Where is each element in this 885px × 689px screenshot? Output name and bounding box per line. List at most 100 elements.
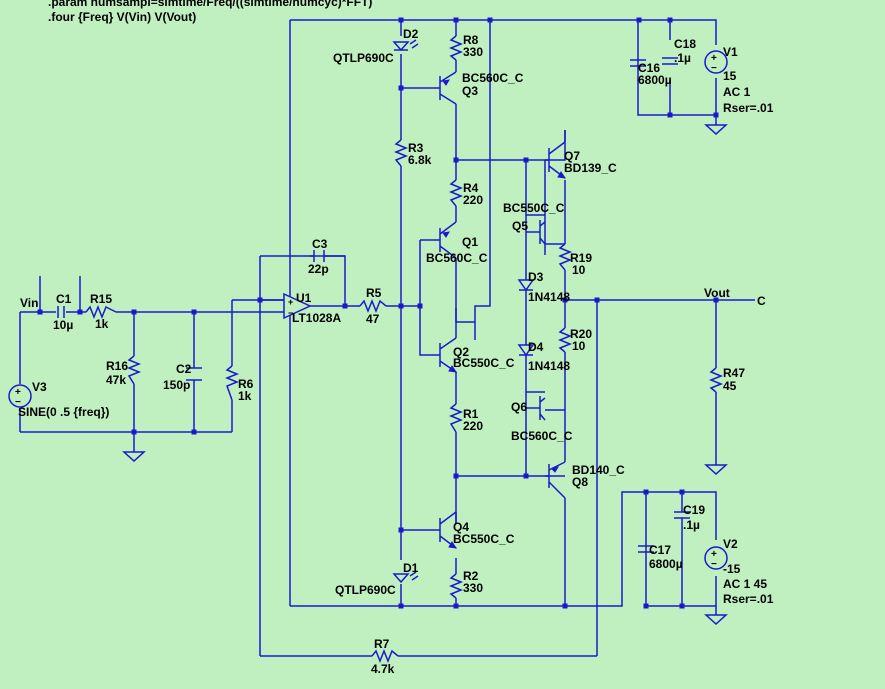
capacitor-c18[interactable]: C18 .1µ — [662, 37, 696, 65]
svg-text:6800µ: 6800µ — [649, 557, 683, 571]
svg-text:C16: C16 — [638, 61, 660, 75]
led-d1[interactable]: D1 QTLP690C — [335, 561, 419, 597]
resistor-r6[interactable]: R6 1k — [224, 365, 254, 403]
resistor-r15[interactable]: R15 1k — [85, 292, 117, 331]
svg-text:U1: U1 — [296, 291, 312, 305]
svg-text:R19: R19 — [570, 251, 592, 265]
resistor-r8[interactable]: R8 330 — [448, 33, 483, 61]
svg-text:R47: R47 — [723, 366, 745, 380]
net-vout: Vout C — [704, 286, 766, 308]
svg-text:+: + — [711, 53, 717, 64]
svg-text:1N4148: 1N4148 — [528, 359, 570, 373]
svg-text:1N4148: 1N4148 — [528, 290, 570, 304]
resistor-r19[interactable]: R19 10 — [557, 243, 592, 277]
capacitor-c2[interactable]: C2 150p — [163, 362, 202, 392]
svg-text:22p: 22p — [308, 262, 329, 276]
svg-text:LT1028A: LT1028A — [292, 311, 341, 325]
svg-text:D1: D1 — [403, 561, 419, 575]
resistor-r2[interactable]: R2 330 — [448, 569, 483, 599]
svg-text:R3: R3 — [408, 141, 424, 155]
resistor-r4[interactable]: R4 220 — [448, 179, 483, 207]
svg-text:+: + — [711, 549, 717, 560]
svg-text:C18: C18 — [674, 37, 696, 51]
svg-text:150p: 150p — [163, 378, 190, 392]
svg-text:10µ: 10µ — [53, 318, 73, 332]
resistor-r7[interactable]: R7 4.7k — [371, 637, 399, 676]
svg-text:R20: R20 — [570, 327, 592, 341]
svg-text:BD139_C: BD139_C — [564, 161, 617, 175]
resistor-r47[interactable]: R47 45 — [708, 366, 745, 393]
source-v1[interactable]: + − V1 15 AC 1 Rser=.01 — [704, 45, 774, 115]
transistor-q5[interactable]: BC550C_C Q5 — [503, 201, 565, 245]
ground-r47 — [704, 464, 728, 476]
resistor-r3[interactable]: R3 6.8k — [393, 139, 432, 167]
capacitor-c17[interactable]: C17 6800µ — [638, 543, 683, 571]
svg-text:R15: R15 — [90, 292, 112, 306]
transistor-q4[interactable]: Q4 BC550C_C — [436, 511, 515, 549]
svg-text:220: 220 — [463, 419, 483, 433]
svg-text:C19: C19 — [683, 503, 705, 517]
svg-text:BC560C_C: BC560C_C — [511, 429, 573, 443]
source-v2[interactable]: + − V2 -15 AC 1 45 Rser=.01 — [704, 537, 774, 606]
led-d2[interactable]: D2 QTLP690C — [333, 27, 419, 65]
wires — [19, 19, 755, 657]
svg-text:−: − — [288, 308, 293, 318]
opamp-u1[interactable]: + − U1 LT1028A — [283, 291, 341, 325]
junctions — [37, 17, 719, 609]
capacitor-c1[interactable]: C1 10µ — [53, 292, 73, 332]
svg-text:330: 330 — [463, 581, 483, 595]
svg-text:1k: 1k — [95, 317, 109, 331]
svg-text:−: − — [711, 63, 717, 74]
svg-text:SINE(0 .5 {freq}): SINE(0 .5 {freq}) — [18, 405, 109, 419]
svg-text:Q3: Q3 — [462, 84, 478, 98]
svg-text:10: 10 — [572, 339, 586, 353]
svg-text:BC560C_C: BC560C_C — [462, 71, 524, 85]
resistor-r1[interactable]: R1 220 — [448, 403, 483, 433]
svg-text:D4: D4 — [528, 340, 544, 354]
svg-text:V3: V3 — [32, 380, 47, 394]
svg-text:47k: 47k — [106, 373, 126, 387]
capacitor-c3[interactable]: C3 22p — [308, 237, 329, 276]
source-v3[interactable]: + − V3 SINE(0 .5 {freq}) — [8, 380, 109, 419]
svg-text:.1µ: .1µ — [674, 51, 691, 65]
svg-text:R4: R4 — [463, 181, 479, 195]
diode-d3[interactable]: D3 1N4148 — [517, 270, 570, 304]
svg-text:R7: R7 — [374, 637, 390, 651]
resistor-r20[interactable]: R20 10 — [557, 327, 592, 353]
svg-text:BC550C_C: BC550C_C — [503, 201, 565, 215]
svg-text:C3: C3 — [312, 237, 328, 251]
transistor-q8[interactable]: BD140_C Q8 — [545, 461, 625, 499]
svg-text:AC 1 45: AC 1 45 — [723, 577, 767, 591]
svg-text:C: C — [757, 294, 766, 308]
svg-text:R5: R5 — [366, 286, 382, 300]
svg-text:R16: R16 — [106, 359, 128, 373]
svg-text:Q8: Q8 — [572, 475, 588, 489]
svg-text:10: 10 — [572, 263, 586, 277]
svg-text:Q7: Q7 — [564, 149, 580, 163]
svg-text:V1: V1 — [723, 45, 738, 59]
svg-text:V2: V2 — [723, 537, 738, 551]
svg-text:R2: R2 — [463, 569, 479, 583]
svg-text:C2: C2 — [176, 362, 192, 376]
svg-text:AC 1: AC 1 — [723, 85, 751, 99]
resistor-r16[interactable]: R16 47k — [106, 355, 142, 387]
svg-text:Q2: Q2 — [453, 345, 469, 359]
svg-text:+: + — [288, 297, 293, 307]
transistor-q7[interactable]: Q7 BD139_C — [545, 130, 617, 179]
svg-text:D3: D3 — [528, 270, 544, 284]
svg-text:Vin: Vin — [20, 296, 38, 310]
svg-text:47: 47 — [366, 312, 380, 326]
transistor-q3[interactable]: BC560C_C Q3 — [436, 71, 524, 105]
svg-text:330: 330 — [463, 45, 483, 59]
resistor-r5[interactable]: R5 47 — [359, 286, 387, 326]
svg-text:QTLP690C: QTLP690C — [333, 51, 394, 65]
transistor-q6[interactable]: Q6 BC560C_C — [511, 396, 573, 443]
transistor-q1[interactable]: Q1 BC560C_C — [426, 221, 488, 265]
svg-text:6800µ: 6800µ — [638, 73, 672, 87]
svg-text:C1: C1 — [56, 292, 72, 306]
svg-text:-15: -15 — [723, 562, 741, 576]
diode-d4[interactable]: D4 1N4148 — [517, 340, 570, 373]
capacitor-c16[interactable]: C16 6800µ — [630, 59, 672, 87]
capacitor-c19[interactable]: C19 .1µ — [674, 503, 705, 556]
transistor-q2[interactable]: Q2 BC550C_C — [436, 337, 515, 373]
